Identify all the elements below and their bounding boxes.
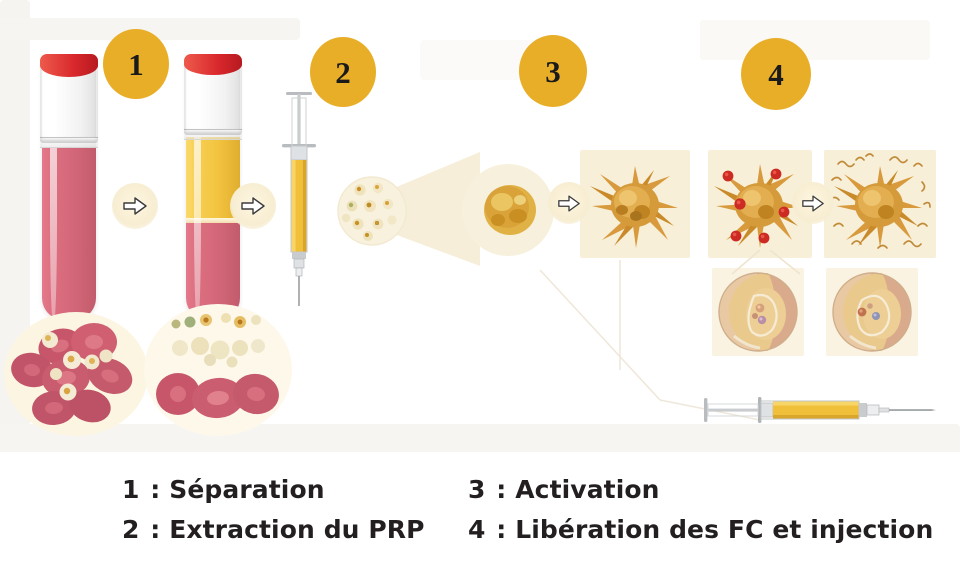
tube-collar-whole [40, 136, 98, 148]
legend-item-4-separator: : [487, 515, 516, 544]
tube-cap-top-whole [40, 54, 98, 78]
granule-micrograph-left [714, 270, 802, 354]
legend-item-3-separator: : [487, 475, 516, 504]
tube-glass-whole [42, 58, 96, 320]
legend-item-2-separator: : [141, 515, 170, 544]
legend-item-3-text: Activation [515, 475, 660, 504]
legend-item-2-number: 2 [122, 515, 140, 544]
step-badge-2[interactable]: 2 [310, 37, 376, 107]
blood-cells-whole [2, 298, 150, 440]
arrow-to-release [792, 182, 834, 224]
legend-item-4-number: 4 [468, 515, 486, 544]
activated-platelet-illustration [584, 152, 686, 256]
blood-tube-whole [40, 54, 98, 320]
legend-item-1-text: Séparation [169, 475, 325, 504]
growth-factor-release-illustration [826, 152, 934, 256]
step-badge-3[interactable]: 3 [519, 35, 587, 107]
platelet-granules-illustration [710, 152, 810, 256]
platelet-magnification-funnel [330, 148, 556, 274]
tube-collar-separated [184, 128, 242, 140]
step-badge-1[interactable]: 1 [103, 29, 169, 99]
legend-item-1: 1 : Séparation [122, 470, 425, 510]
arrow-right-icon [240, 196, 266, 216]
injection-syringe [700, 390, 936, 430]
tube-gloss-whole [49, 58, 57, 320]
legend-item-3-number: 3 [468, 475, 486, 504]
step-badge-4[interactable]: 4 [741, 38, 811, 110]
step-badge-3-label: 3 [545, 53, 561, 89]
step-badge-2-label: 2 [335, 54, 351, 90]
arrow-right-icon [122, 196, 148, 216]
step-badge-4-label: 4 [768, 56, 784, 92]
legend-item-1-number: 1 [122, 475, 140, 504]
legend-column-left: 1 : Séparation 2 : Extraction du PRP [122, 470, 425, 550]
legend-item-4-text: Libération des FC et injection [515, 515, 934, 544]
arrow-tube-to-tube [112, 183, 158, 229]
legend-item-3: 3 : Activation [468, 470, 933, 510]
legend: 1 : Séparation 2 : Extraction du PRP 3 :… [0, 452, 960, 578]
arrow-right-icon [801, 194, 825, 213]
legend-item-4: 4 : Libération des FC et injection [468, 510, 933, 550]
inset-connector-lines [708, 250, 918, 276]
tube-gloss-separated [193, 58, 201, 320]
tube-cap-separated [184, 54, 242, 135]
legend-item-2: 2 : Extraction du PRP [122, 510, 425, 550]
prp-extraction-syringe [268, 86, 330, 308]
legend-item-2-text: Extraction du PRP [169, 515, 425, 544]
arrow-to-activation [548, 182, 590, 224]
legend-item-1-separator: : [141, 475, 170, 504]
step-badge-1-label: 1 [128, 46, 144, 82]
granule-micrograph-right [828, 270, 916, 354]
arrow-tube-to-syringe [230, 183, 276, 229]
legend-column-right: 3 : Activation 4 : Libération des FC et … [468, 470, 933, 550]
tube-layer-interface [186, 217, 240, 223]
background-wash-right [700, 20, 930, 60]
arrow-right-icon [557, 194, 581, 213]
tube-glass-separated [186, 58, 240, 320]
tube-cap-top-separated [184, 54, 242, 76]
blood-cells-separated [140, 298, 296, 440]
tube-cap-whole [40, 54, 98, 143]
blood-tube-separated [184, 54, 242, 320]
